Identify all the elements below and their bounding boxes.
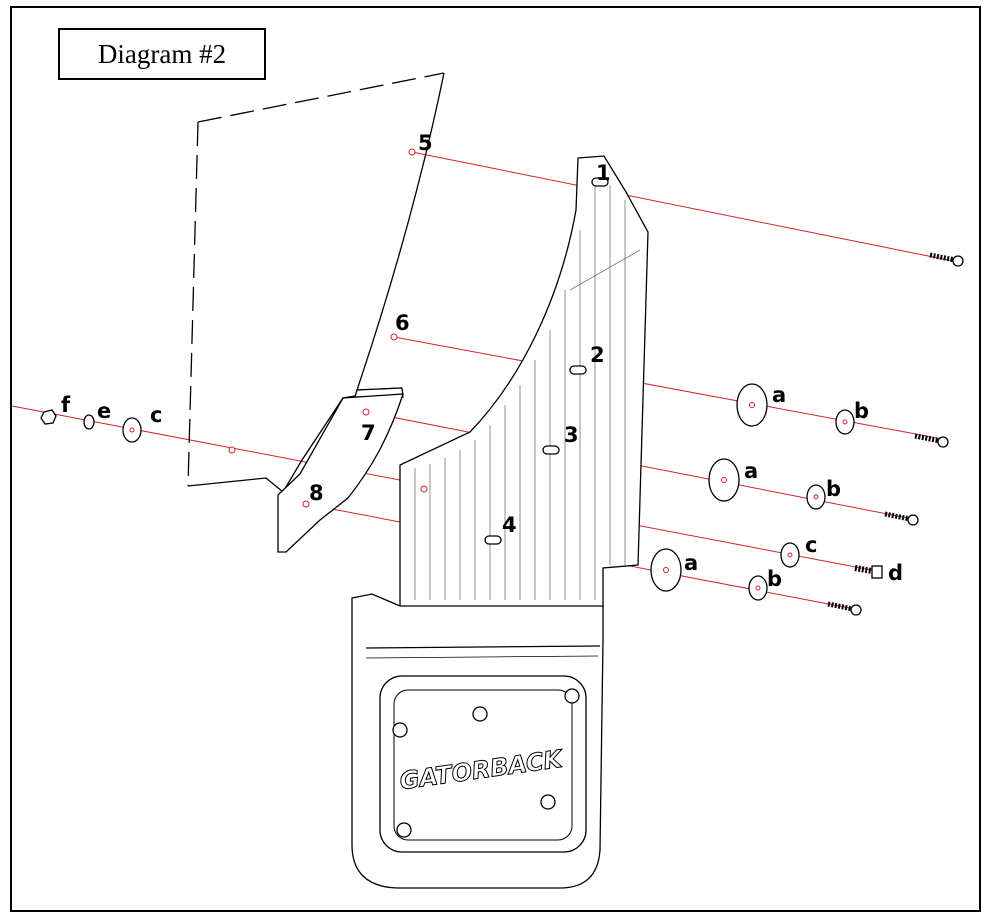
hole-number-labels: 1 2 3 4 5 6 7 8 [309, 131, 611, 537]
screws [827, 252, 964, 616]
mud-flap-lower-body [351, 593, 604, 889]
hardware-letter-labels: a a a b b b c c d e f [61, 383, 903, 591]
hole-label-4: 4 [502, 513, 517, 537]
mounting-holes [228, 148, 609, 545]
hardware-label-e: e [97, 399, 111, 423]
vehicle-fender-panel [187, 72, 445, 493]
hardware-label-c-1: c [150, 403, 162, 427]
lock-washer-e [83, 414, 95, 430]
hardware-label-b-3: b [767, 567, 782, 591]
hardware-label-f: f [61, 393, 71, 417]
hole-label-5: 5 [418, 131, 433, 155]
hardware-label-a-2: a [744, 459, 758, 483]
hardware-label-b-1: b [854, 399, 869, 423]
hardware-label-a-3: a [684, 551, 698, 575]
diagram-title: Diagram #2 [58, 28, 266, 80]
hardware-label-d: d [888, 561, 903, 585]
mud-flap-upper-body [399, 155, 649, 609]
hole-label-7: 7 [361, 421, 376, 445]
diagram-frame [10, 6, 981, 912]
hole-label-2: 2 [590, 343, 605, 367]
hardware-label-c-2: c [805, 533, 817, 557]
hardware-label-a-1: a [772, 383, 786, 407]
hole-label-6: 6 [395, 311, 410, 335]
mounting-bracket [277, 387, 404, 553]
hole-label-1: 1 [596, 161, 611, 185]
hole-label-8: 8 [309, 481, 324, 505]
hardware-label-b-2: b [826, 477, 841, 501]
hole-label-3: 3 [564, 423, 579, 447]
hex-nut-f [40, 409, 57, 425]
small-washers-b [748, 409, 855, 601]
large-washers-a [650, 383, 768, 592]
washers-c [122, 417, 800, 568]
